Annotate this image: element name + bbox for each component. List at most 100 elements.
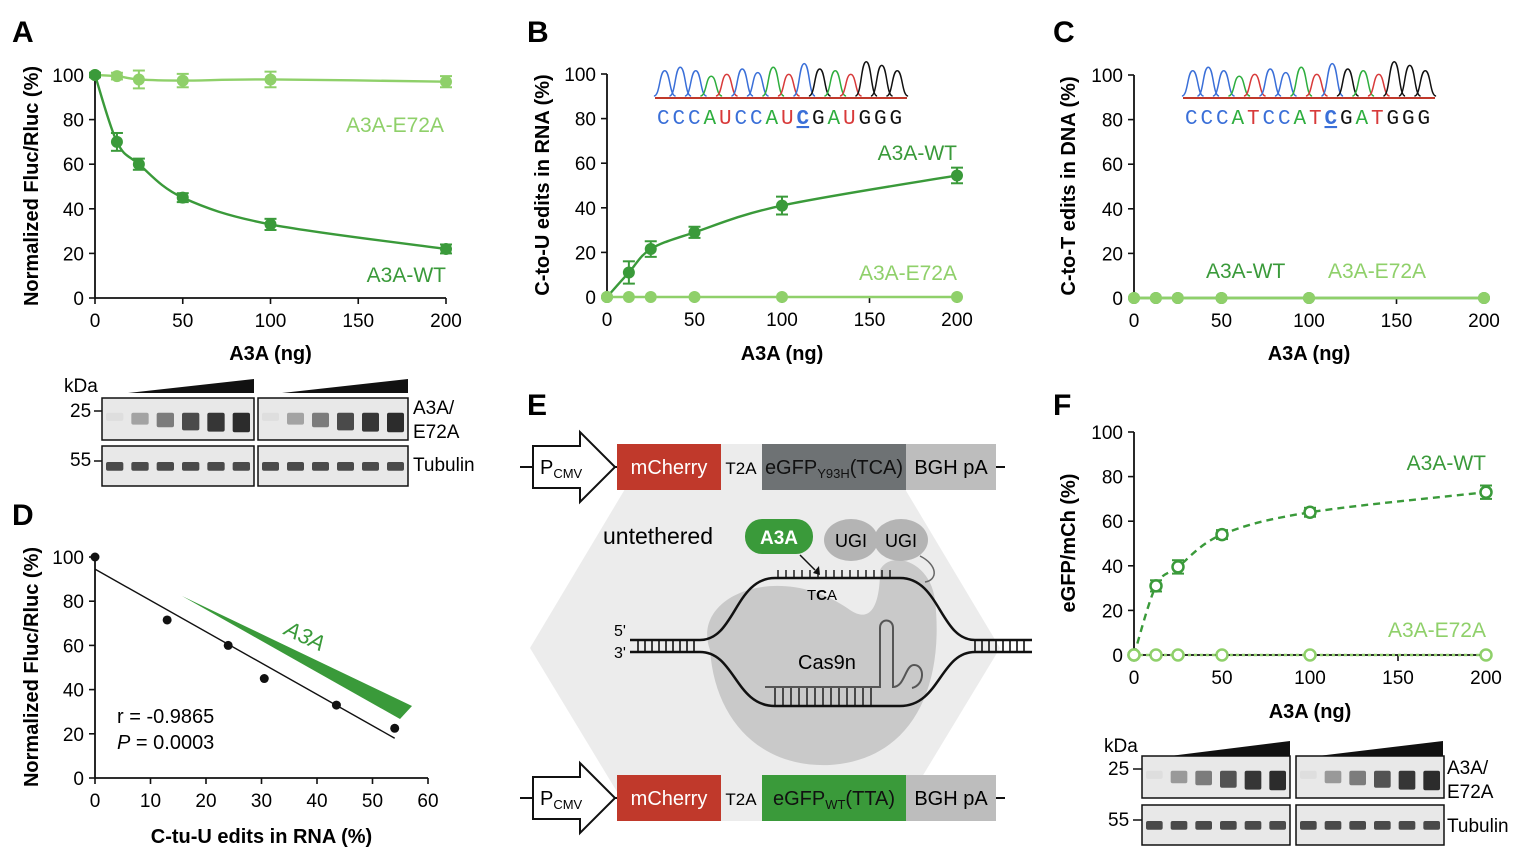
trace-peak xyxy=(715,73,738,97)
data-point xyxy=(440,242,452,255)
blot-band xyxy=(1398,821,1416,830)
base-a: A xyxy=(1356,108,1369,131)
x-tick-label: 150 xyxy=(1381,311,1413,332)
egfp-wt-label: eGFPWT(TTA) xyxy=(773,788,895,812)
data-point xyxy=(1171,648,1185,662)
base-c: C xyxy=(1263,108,1276,131)
mcherry-box-bottom xyxy=(617,775,721,821)
y-tick-label: 60 xyxy=(63,155,84,176)
data-point xyxy=(1149,579,1163,593)
x-tick-label: 200 xyxy=(1470,668,1502,689)
blot-f-marker-55: 55 xyxy=(1108,810,1129,831)
blot-band xyxy=(106,462,124,471)
y-tick-label: 40 xyxy=(63,681,84,702)
x-tick-label: 20 xyxy=(195,791,216,812)
trace-peak xyxy=(762,66,785,97)
bgh-box-bottom xyxy=(906,775,996,821)
base-c: C xyxy=(1201,108,1214,131)
base-c: C xyxy=(1278,108,1291,131)
x-tick-label: 50 xyxy=(684,310,705,331)
trace-peak xyxy=(1305,73,1328,97)
data-point xyxy=(176,74,189,87)
x-tick-label: 0 xyxy=(1129,311,1140,332)
blot-band xyxy=(1195,821,1212,830)
data-point xyxy=(1303,505,1317,520)
blot-band xyxy=(1220,821,1237,830)
y-tick-label: 60 xyxy=(575,154,596,175)
base-t: T xyxy=(1371,108,1384,131)
trace-peak xyxy=(1181,70,1204,97)
gradient-wedge xyxy=(1170,741,1290,756)
ugi-1-label: UGI xyxy=(835,531,867,551)
mcherry-label-bottom: mCherry xyxy=(631,788,708,810)
panel-label-e: E xyxy=(527,389,547,422)
data-point xyxy=(1171,560,1185,574)
series-label: A3A-E72A xyxy=(1328,260,1426,283)
blot-band xyxy=(182,462,200,471)
data-point xyxy=(1479,648,1493,662)
promoter-bottom-label: PCMV xyxy=(540,788,583,812)
y-tick-label: 60 xyxy=(1102,512,1123,533)
blot-band xyxy=(1146,770,1163,779)
trace-peak xyxy=(1414,70,1437,97)
data-point xyxy=(90,552,100,562)
trace-peak xyxy=(653,70,676,97)
trace-peak xyxy=(1197,66,1220,97)
t2a-box-top xyxy=(721,444,762,490)
blot-band xyxy=(287,412,304,425)
blot-band xyxy=(1349,821,1366,830)
data-point xyxy=(951,169,963,182)
panel-label-c: C xyxy=(1053,16,1075,49)
x-axis-label: C-tu-U edits in RNA (%) xyxy=(151,826,372,848)
trace-peak xyxy=(731,68,754,97)
data-point xyxy=(601,291,613,303)
blot-membrane xyxy=(101,445,255,487)
data-point xyxy=(688,291,701,303)
y-tick-label: 60 xyxy=(1102,155,1123,176)
base-g: G xyxy=(874,108,887,131)
x-tick-label: 10 xyxy=(140,791,161,812)
trace-peak xyxy=(854,61,878,97)
blot-f-kda: kDa xyxy=(1104,736,1138,757)
series-label: A3A-E72A xyxy=(1388,619,1486,642)
data-point xyxy=(1127,648,1141,662)
blot-band xyxy=(207,412,225,432)
base-g: G xyxy=(812,108,825,131)
x-tick-label: 100 xyxy=(1293,311,1325,332)
trace-peak xyxy=(792,62,816,97)
p-value: = 0.0003 xyxy=(130,732,214,754)
data-point xyxy=(688,226,701,239)
trace-peak xyxy=(1228,75,1251,97)
y-tick-label: 100 xyxy=(564,65,596,86)
trace-peak xyxy=(777,73,800,97)
blot-band xyxy=(287,462,304,471)
blot-f-marker-25: 25 xyxy=(1108,759,1129,780)
gradient-wedge xyxy=(282,379,408,393)
blot-membrane xyxy=(257,397,409,441)
data-point xyxy=(331,700,341,710)
blot-band xyxy=(156,412,174,428)
chromatogram-b xyxy=(653,61,909,99)
base-g: G xyxy=(890,108,903,131)
trace-peak xyxy=(1382,61,1406,97)
blot-f-label-e72a: E72A xyxy=(1447,782,1494,803)
blot-band xyxy=(387,462,404,471)
blot-band xyxy=(1195,770,1212,786)
cas9n-label: Cas9n xyxy=(798,652,856,674)
x-tick-label: 100 xyxy=(766,310,798,331)
blot-band xyxy=(1170,770,1188,784)
blot-band xyxy=(362,412,379,432)
mcherry-box-top xyxy=(617,444,721,490)
y-tick-label: 100 xyxy=(52,66,84,87)
panel-label-a: A xyxy=(12,16,34,49)
data-point xyxy=(1478,292,1490,304)
base-a: A xyxy=(766,108,779,131)
blot-band xyxy=(1244,821,1262,830)
base-c: C xyxy=(735,108,748,131)
y-tick-label: 0 xyxy=(73,289,84,310)
data-point xyxy=(162,615,172,625)
guide-rna xyxy=(765,619,923,689)
data-point xyxy=(1149,292,1162,304)
base-u: U xyxy=(843,108,856,131)
series-label: A3A-WT xyxy=(1407,452,1487,475)
